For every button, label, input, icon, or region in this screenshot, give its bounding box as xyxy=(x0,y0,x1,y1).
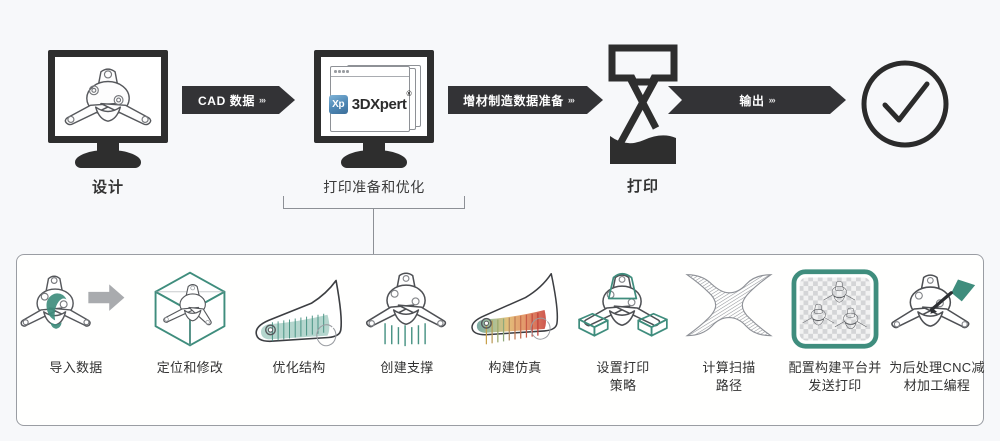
chevron-icon: ››› xyxy=(567,95,574,105)
print-strategy-icon xyxy=(569,261,677,357)
monitor-base xyxy=(341,150,407,168)
substep-label: 为后处理CNC减 材加工编程 xyxy=(889,360,985,393)
chevron-icon: ››› xyxy=(258,95,265,105)
substep-scan-path[interactable]: 计算扫描 路径 xyxy=(677,261,781,421)
cnc-tool-icon xyxy=(889,261,985,357)
stage-print-icon xyxy=(600,44,686,164)
arrow-cad-data: CAD 数据 ››› xyxy=(182,86,295,114)
substep-label: 定位和修改 xyxy=(156,360,224,375)
substep-label: 创建支撑 xyxy=(380,360,434,375)
3d-printer-icon xyxy=(608,44,678,164)
substep-position-modify[interactable]: 定位和修改 xyxy=(135,261,245,421)
monitor-base xyxy=(75,150,141,168)
stage-print-label: 打印 xyxy=(626,178,659,195)
chevron-icon: ››› xyxy=(768,95,775,105)
substep-label: 构建仿真 xyxy=(488,360,542,375)
substep-create-supports[interactable]: 创建支撑 xyxy=(353,261,461,421)
arrow-output-label: 输出 xyxy=(739,93,765,108)
arrow-output: 输出 ››› xyxy=(668,86,846,114)
thermal-simulation-icon xyxy=(461,261,569,357)
support-structures-icon xyxy=(353,261,461,357)
trademark-symbol: ® xyxy=(406,90,412,98)
software-name: 3DXpert® xyxy=(351,90,412,113)
substep-label: 计算扫描 路径 xyxy=(702,360,756,393)
monitor-screen-software: Xp 3DXpert® xyxy=(314,50,434,143)
lattice-structure-icon xyxy=(245,261,353,357)
xp-logo-badge: Xp xyxy=(328,94,348,114)
substep-label: 导入数据 xyxy=(49,360,103,375)
stage-print-prep-label: 打印准备和优化 xyxy=(323,179,425,195)
build-platform-icon xyxy=(781,261,889,357)
print-prep-bracket xyxy=(283,196,465,209)
stage-done-check xyxy=(858,57,952,151)
substeps-panel: 导入数据 xyxy=(16,254,984,426)
substep-optimize-structure[interactable]: 优化结构 xyxy=(245,261,353,421)
impeller-part-icon xyxy=(64,68,152,126)
arrow-am-data-prep-label: 增材制造数据准备 xyxy=(463,93,564,108)
substep-label: 优化结构 xyxy=(272,360,326,375)
stage-design-label: 设计 xyxy=(91,179,124,196)
arrow-am-data-prep: 增材制造数据准备 ››› xyxy=(448,86,603,114)
window-stack-front: Xp 3DXpert® xyxy=(328,66,412,132)
substep-label: 设置打印 策略 xyxy=(596,360,650,393)
part-in-bounding-box-icon xyxy=(135,261,245,357)
import-part-arrow-icon xyxy=(17,261,135,357)
substep-cnc-programming[interactable]: 为后处理CNC减 材加工编程 xyxy=(889,261,985,421)
bracket-drop-line xyxy=(373,208,374,255)
monitor-screen xyxy=(48,50,168,143)
substep-build-simulation[interactable]: 构建仿真 xyxy=(461,261,569,421)
stage-print-prep-monitor: Xp 3DXpert® xyxy=(314,50,434,168)
check-circle-icon xyxy=(861,60,949,148)
substep-print-strategy[interactable]: 设置打印 策略 xyxy=(569,261,677,421)
arrow-cad-data-label: CAD 数据 xyxy=(198,93,255,108)
substep-build-platform[interactable]: 配置构建平台并 发送打印 xyxy=(781,261,889,421)
substep-import-data[interactable]: 导入数据 xyxy=(17,261,135,421)
scan-path-icon xyxy=(677,261,781,357)
stage-design-monitor xyxy=(48,50,168,168)
substep-label: 配置构建平台并 发送打印 xyxy=(788,360,882,393)
